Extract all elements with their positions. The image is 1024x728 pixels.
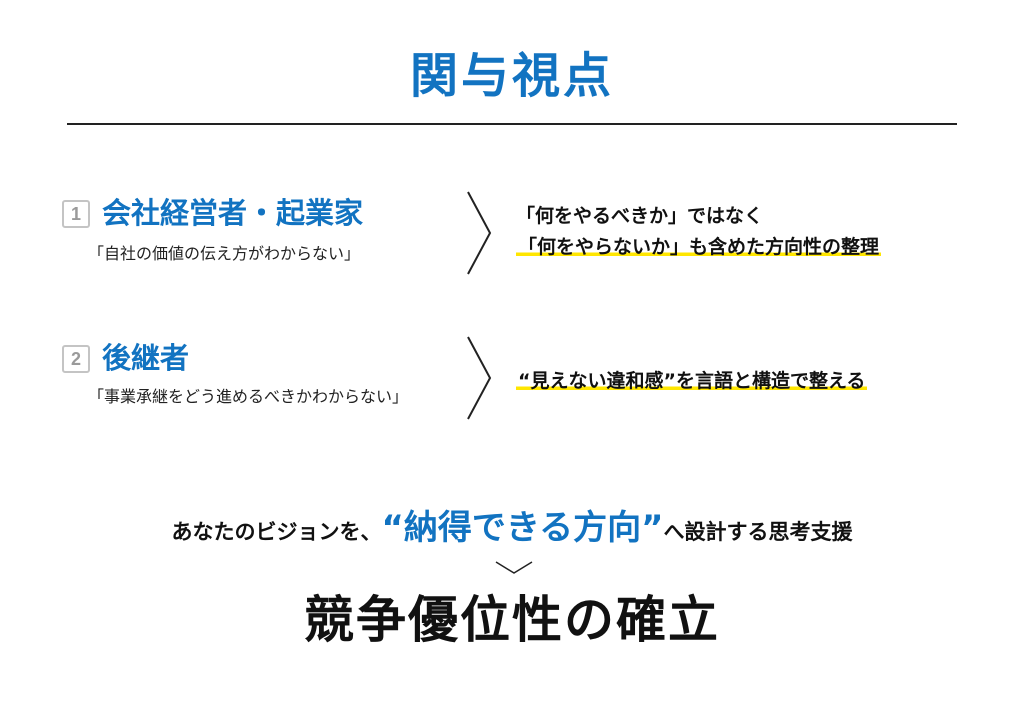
item-2-heading: 後継者 bbox=[102, 341, 190, 375]
item-1-subtext: 「自社の価値の伝え方がわからない」 bbox=[88, 244, 361, 263]
conclusion-heading: 競争優位性の確立 bbox=[304, 591, 720, 649]
item-2-result-highlight: “見えない違和感”を言語と構造で整える bbox=[516, 370, 868, 392]
item-2-chevron-right-icon bbox=[467, 336, 492, 420]
item-1-result-line-2: 「何をやらないか」も含めた方向性の整理 bbox=[516, 232, 882, 262]
item-1-number-badge: 1 bbox=[62, 200, 90, 228]
page-title: 関与視点 bbox=[409, 48, 614, 104]
title-divider bbox=[67, 123, 957, 125]
vision-prefix: あなたのビジョンを、 bbox=[171, 520, 382, 544]
vision-suffix: へ設計する思考支援 bbox=[663, 520, 853, 544]
item-2-subtext: 「事業承継をどう進めるべきかわからない」 bbox=[88, 387, 409, 406]
item-2-result-line-1: “見えない違和感”を言語と構造で整える bbox=[516, 366, 868, 396]
chevron-down-icon bbox=[495, 561, 533, 574]
item-1-result-line-1: 「何をやるべきか」ではなく bbox=[516, 205, 764, 227]
item-2-number-badge: 2 bbox=[62, 345, 90, 373]
vision-statement: あなたのビジョンを、“納得できる方向”へ設計する思考支援 bbox=[0, 500, 1024, 562]
item-1-heading: 会社経営者・起業家 bbox=[102, 196, 364, 230]
vision-emphasis: “納得できる方向” bbox=[381, 508, 664, 548]
item-1-chevron-right-icon bbox=[467, 191, 492, 275]
item-1-result-highlight: 「何をやらないか」も含めた方向性の整理 bbox=[516, 236, 882, 258]
